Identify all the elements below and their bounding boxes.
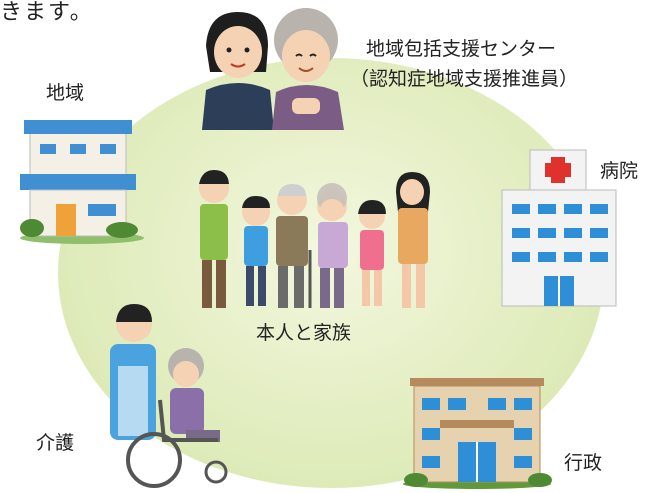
care-label: 介護	[36, 432, 75, 454]
support-staff-icon	[202, 8, 344, 130]
support-center-label: 地域包括支援センター	[366, 38, 557, 60]
hospital-icon	[501, 149, 617, 307]
center-label: 本人と家族	[256, 322, 352, 344]
government-building-icon	[403, 378, 552, 489]
community-label: 地域	[46, 82, 85, 104]
community-house-icon	[20, 120, 144, 244]
family-icon	[199, 170, 430, 308]
caregiver-wheelchair-icon	[110, 304, 228, 488]
support-center-sublabel: （認知症地域支援推進員）	[350, 68, 579, 90]
intro-text: きます。	[0, 0, 94, 25]
government-label: 行政	[564, 452, 603, 474]
hospital-label: 病院	[600, 160, 639, 182]
